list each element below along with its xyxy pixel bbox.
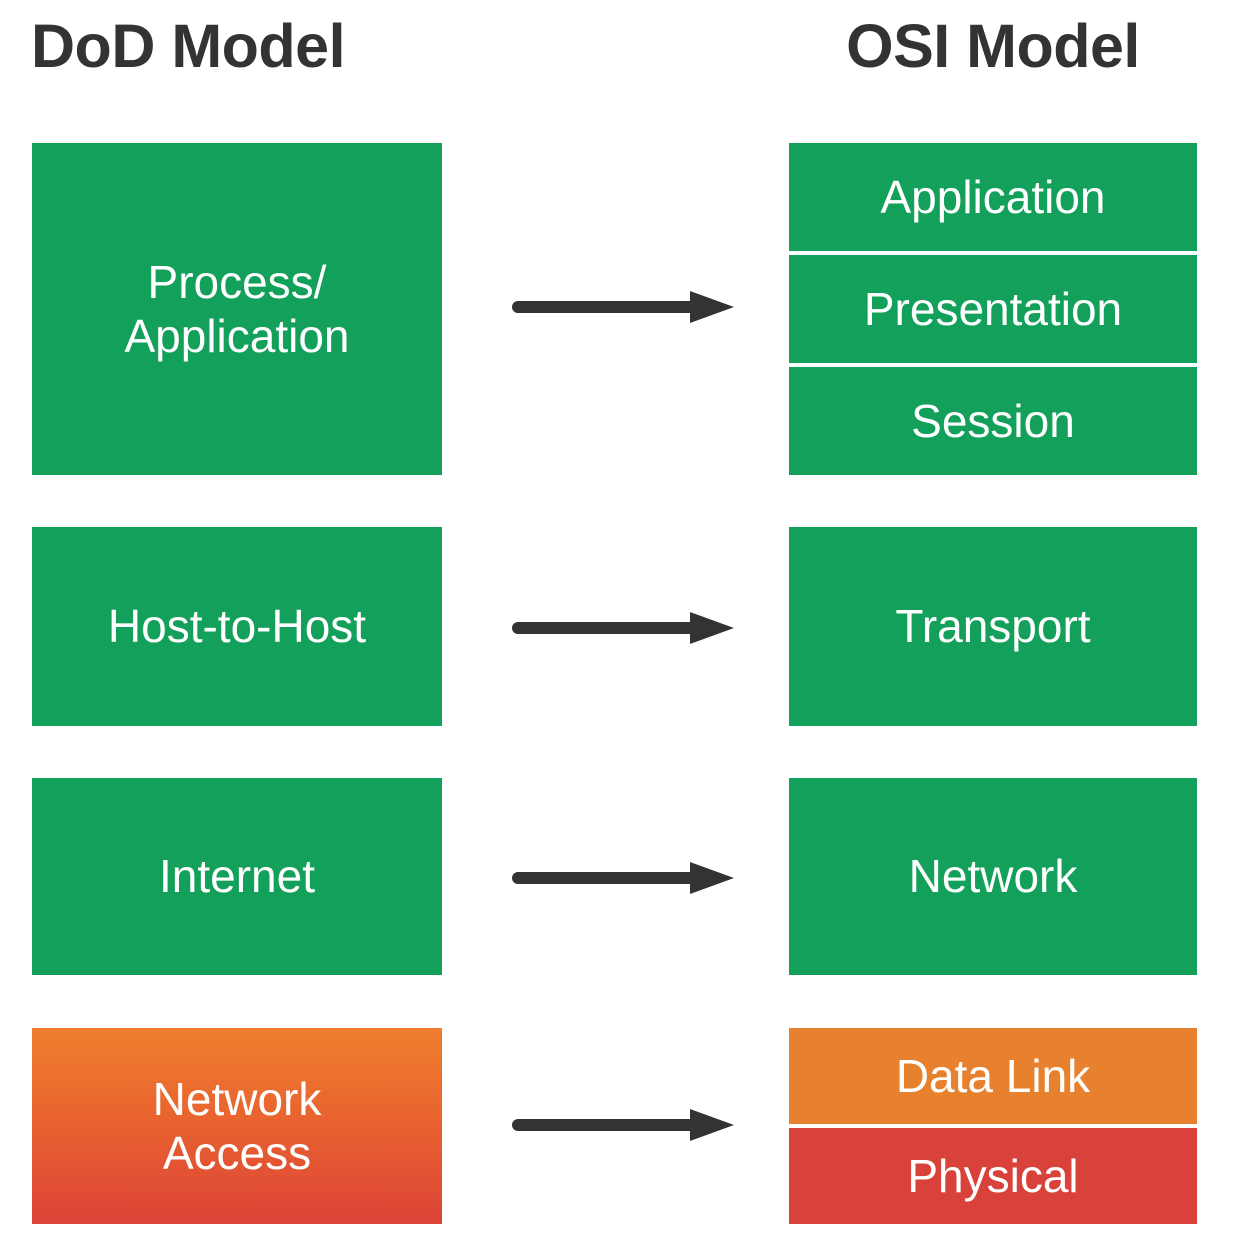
osi-layer-data-link: Data Link [789, 1028, 1197, 1124]
osi-group-application-layers: Application Presentation Session [789, 143, 1197, 475]
dod-layer-label: Network Access [152, 1072, 322, 1179]
osi-layer-label: Network [908, 850, 1078, 903]
osi-layer-label: Application [880, 170, 1106, 223]
dod-layer-process-application: Process/ Application [32, 143, 442, 475]
osi-layer-label: Data Link [895, 1049, 1091, 1102]
mapping-arrow-3-icon [512, 856, 740, 900]
mapping-arrow-4-icon [512, 1103, 740, 1147]
dod-layer-label: Internet [159, 850, 315, 903]
osi-layer-session: Session [789, 363, 1197, 475]
dod-model-column-title: DoD Model [31, 12, 346, 80]
osi-layer-physical: Physical [789, 1124, 1197, 1224]
osi-layer-network: Network [789, 778, 1197, 975]
osi-layer-presentation: Presentation [789, 251, 1197, 363]
osi-group-link-physical-layers: Data Link Physical [789, 1028, 1197, 1224]
dod-layer-internet: Internet [32, 778, 442, 975]
osi-layer-label: Presentation [863, 282, 1123, 335]
osi-layer-label: Session [911, 394, 1075, 447]
osi-model-column-title: OSI Model [846, 12, 1140, 80]
dod-layer-host-to-host: Host-to-Host [32, 527, 442, 726]
osi-layer-transport: Transport [789, 527, 1197, 726]
dod-layer-label: Host-to-Host [107, 600, 367, 653]
dod-layer-label: Process/ Application [124, 255, 350, 362]
osi-layer-label: Transport [895, 600, 1091, 653]
mapping-arrow-2-icon [512, 606, 740, 650]
dod-layer-network-access: Network Access [32, 1028, 442, 1224]
osi-layer-label: Physical [907, 1149, 1079, 1202]
mapping-arrow-1-icon [512, 285, 740, 329]
osi-layer-application: Application [789, 143, 1197, 251]
